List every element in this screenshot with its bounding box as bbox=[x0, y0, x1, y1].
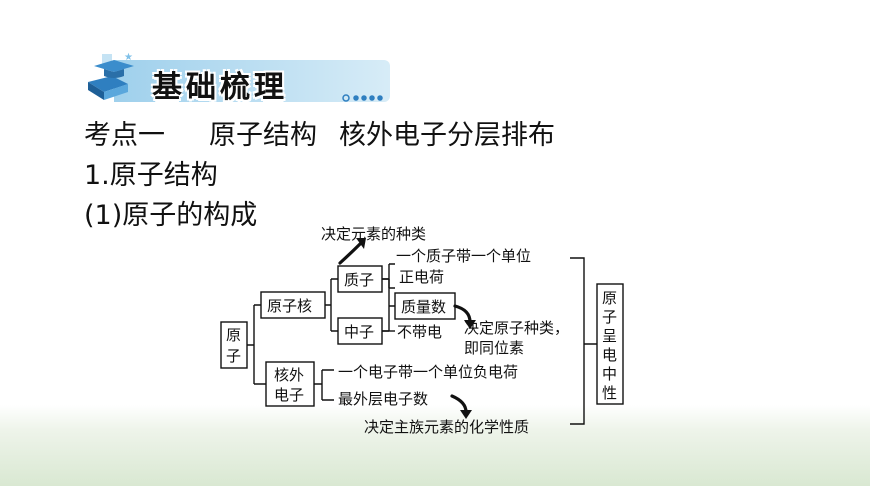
atom-label-2: 子 bbox=[226, 347, 241, 365]
neutral-label-2: 子 bbox=[602, 308, 617, 326]
subsection-heading: (1)原子的构成 bbox=[84, 200, 258, 231]
topic-number: 考点一 bbox=[84, 120, 165, 151]
neutron-label: 中子 bbox=[344, 323, 374, 341]
section-heading: 1.原子结构 bbox=[84, 160, 218, 191]
neutral-label-1: 原 bbox=[602, 289, 617, 307]
section-banner: ★ bbox=[88, 52, 390, 102]
determines-element-text: 决定元素的种类 bbox=[321, 225, 426, 243]
extranuclear-label-2: 电子 bbox=[274, 386, 304, 404]
positive-charge-text: 正电荷 bbox=[399, 268, 444, 286]
banner-title: 基础梳理 bbox=[152, 70, 288, 105]
proton-charge-text: 一个质子带一个单位 bbox=[396, 247, 531, 265]
outermost-electrons-text: 最外层电子数 bbox=[338, 390, 428, 408]
neutral-label-4: 电 bbox=[602, 346, 617, 364]
book-icon bbox=[88, 76, 128, 100]
neutral-label-5: 中 bbox=[602, 365, 617, 383]
determines-property-text: 决定主族元素的化学性质 bbox=[364, 418, 529, 436]
graduation-cap-icon bbox=[94, 60, 134, 78]
svg-text:★: ★ bbox=[124, 52, 133, 63]
neutral-label-3: 呈 bbox=[602, 327, 617, 345]
arrow-to-element bbox=[338, 242, 362, 265]
topic-subtitle: 核外电子分层排布 bbox=[339, 120, 555, 151]
isotope-text: 即同位素 bbox=[464, 339, 524, 357]
mass-number-label: 质量数 bbox=[401, 298, 446, 316]
no-charge-text: 不带电 bbox=[397, 323, 442, 341]
neutral-label-6: 性 bbox=[602, 384, 617, 402]
proton-label: 质子 bbox=[344, 271, 374, 289]
atom-label-1: 原 bbox=[226, 326, 241, 344]
dots-decoration bbox=[342, 94, 383, 102]
arrow-to-property bbox=[450, 394, 468, 414]
determines-atom-type-text: 决定原子种类， bbox=[464, 319, 569, 337]
electron-charge-text: 一个电子带一个单位负电荷 bbox=[338, 363, 518, 381]
nucleus-label: 原子核 bbox=[267, 297, 312, 315]
extranuclear-label-1: 核外 bbox=[274, 366, 304, 384]
topic-heading: 考点一 原子结构核外电子分层排布 bbox=[84, 113, 555, 152]
topic-title: 原子结构 bbox=[209, 120, 317, 151]
